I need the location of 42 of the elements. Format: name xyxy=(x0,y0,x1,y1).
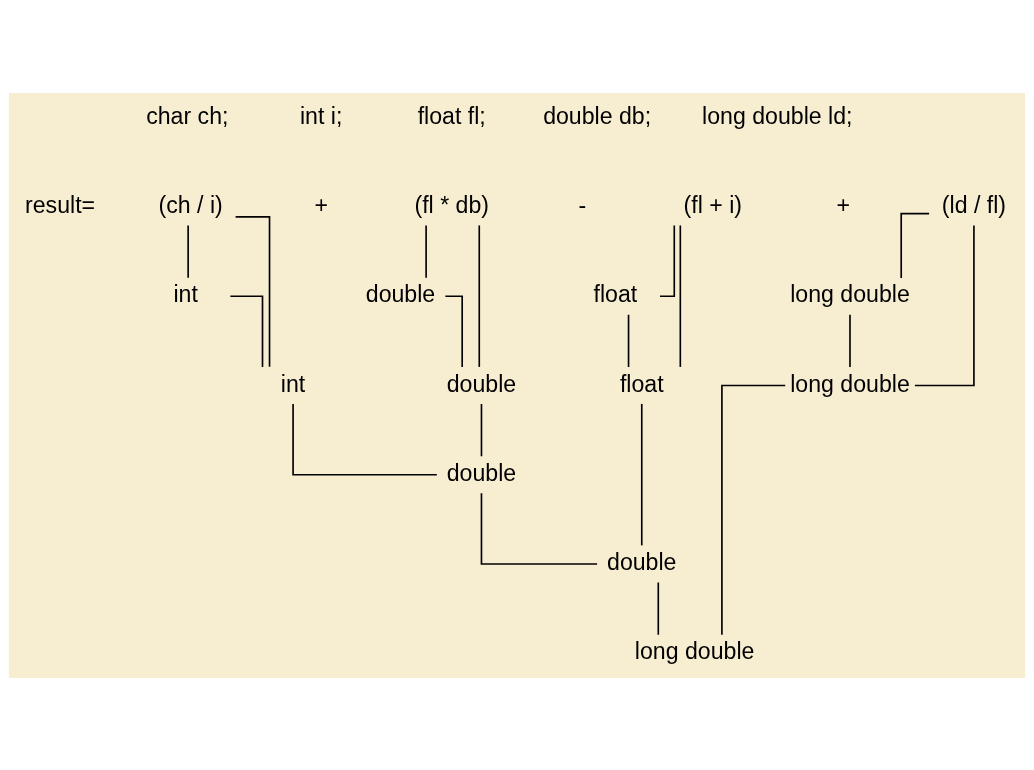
label: float fl; xyxy=(417,102,486,129)
connector xyxy=(444,294,463,368)
node-text: (ld / fl) xyxy=(941,191,1007,218)
connector xyxy=(480,402,483,457)
connector xyxy=(229,294,264,368)
label: - xyxy=(578,191,587,218)
connector xyxy=(659,224,676,297)
node-text: float xyxy=(619,370,664,397)
node-text: double xyxy=(365,280,436,307)
label: result= xyxy=(25,191,96,218)
connector xyxy=(849,313,851,368)
node-text: (ch / i) xyxy=(158,191,223,218)
connector xyxy=(640,402,643,546)
node-text: long double xyxy=(790,370,910,397)
connector xyxy=(187,224,189,279)
node-text: int xyxy=(280,370,306,397)
label: long double ld; xyxy=(702,102,853,129)
connector xyxy=(234,215,271,368)
node-text: int xyxy=(173,280,198,307)
node-text: (fl + i) xyxy=(683,191,743,218)
node-text: double xyxy=(446,459,517,486)
node-text: double xyxy=(607,548,677,575)
connector xyxy=(627,313,630,368)
label: + xyxy=(836,191,851,218)
node-text: long double xyxy=(790,280,910,307)
connector xyxy=(900,212,930,279)
connector xyxy=(657,581,660,636)
node-text: (fl * db) xyxy=(414,191,489,218)
label: int i; xyxy=(299,102,343,129)
connector xyxy=(914,224,975,386)
connector xyxy=(292,402,438,476)
node-text: double xyxy=(446,370,517,397)
connector xyxy=(478,224,481,368)
connector xyxy=(480,491,598,565)
label: char ch; xyxy=(146,102,229,129)
connector xyxy=(721,384,787,636)
label: + xyxy=(314,191,328,218)
label: double db; xyxy=(543,102,652,129)
connector xyxy=(679,224,682,368)
node-text: long double xyxy=(634,637,755,664)
connector xyxy=(425,224,427,279)
node-text: float xyxy=(593,280,638,307)
